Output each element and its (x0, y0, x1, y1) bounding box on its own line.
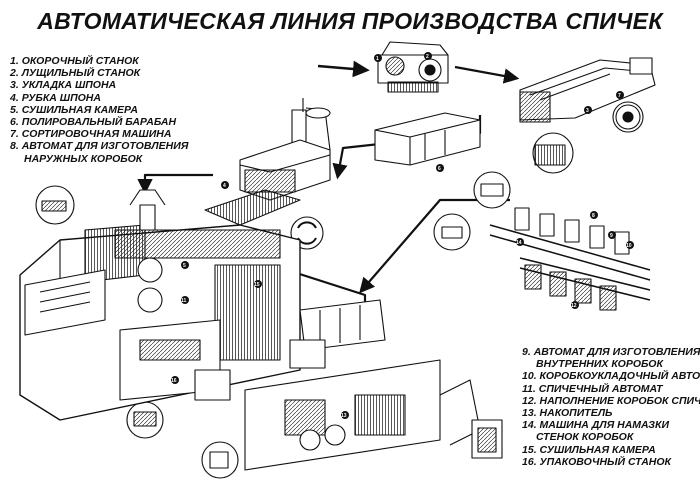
legend-item-7: 7. СОРТИРОВОЧНАЯ МАШИНА (10, 128, 172, 141)
machine-number-badges: 1 2 3 4 5 6 7 8 9 10 11 12 13 14 15 16 (171, 52, 634, 419)
veneer-stacker-machine (519, 57, 656, 174)
svg-text:15: 15 (254, 282, 260, 288)
legend-item-4: 4. РУБКА ШПОНА (10, 91, 101, 104)
debarker-peeler-machine (377, 41, 449, 93)
svg-text:14: 14 (516, 240, 522, 246)
legend-item-16: 16. УПАКОВОЧНЫЙ СТАНОК (522, 455, 671, 468)
flow-arrow-to-cutter (137, 173, 213, 195)
legend-item-12: 12. НАПОЛНЕНИЕ КОРОБОК СПИЧКАМИ (522, 394, 700, 407)
svg-text:12: 12 (571, 303, 577, 309)
storage-box-unit (374, 112, 481, 166)
veneer-chopper-dryer (204, 98, 331, 226)
packaging-line (244, 359, 503, 471)
box-making-machines (489, 207, 651, 311)
svg-text:1: 1 (376, 56, 379, 62)
svg-text:13: 13 (341, 413, 347, 419)
flow-arrow-return-upper (359, 198, 510, 294)
legend-item-1: 1. ОКОРОЧНЫЙ СТАНОК (10, 55, 139, 67)
box-filling-conveyor (289, 299, 386, 369)
flow-arrow-peeler-out (454, 65, 520, 84)
legend-item-2: 2. ЛУЩИЛЬНЫЙ СТАНОК (10, 67, 141, 80)
diagram-title: АВТОМАТИЧЕСКАЯ ЛИНИЯ ПРОИЗВОДСТВА СПИЧЕК (37, 8, 663, 34)
svg-text:8: 8 (592, 213, 595, 219)
legend-item-6: 6. ПОЛИРОВАЛЬНЫЙ БАРАБАН (10, 116, 177, 129)
svg-text:9: 9 (610, 233, 613, 239)
svg-text:4: 4 (223, 183, 226, 189)
legend-item-11: 11. СПИЧЕЧНЫЙ АВТОМАТ (522, 382, 663, 395)
svg-text:7: 7 (618, 93, 621, 99)
svg-text:3: 3 (586, 108, 589, 114)
legend-item-3: 3. УКЛАДКА ШПОНА (10, 79, 117, 92)
legend-item-10: 10. КОРОБКОУКЛАДОЧНЫЙ АВТОМАТ (522, 370, 700, 383)
svg-text:16: 16 (171, 378, 177, 384)
legend-item-13: 13. НАКОПИТЕЛЬ (522, 407, 613, 420)
svg-text:5: 5 (183, 263, 186, 269)
match-automat-room (19, 189, 301, 421)
svg-text:6: 6 (438, 166, 441, 172)
svg-text:10: 10 (626, 243, 632, 249)
detail-tape-roll (612, 101, 644, 133)
legend-item-5: 5. СУШИЛЬНАЯ КАМЕРА (10, 103, 138, 116)
legend-left: 1. ОКОРОЧНЫЙ СТАНОК 2. ЛУЩИЛЬНЫЙ СТАНОК … (10, 55, 188, 165)
legend-item-15: 15. СУШИЛЬНАЯ КАМЕРА (522, 443, 656, 456)
flow-arrow-log-input (317, 60, 370, 78)
svg-text:11: 11 (181, 298, 187, 304)
svg-text:2: 2 (426, 54, 429, 60)
